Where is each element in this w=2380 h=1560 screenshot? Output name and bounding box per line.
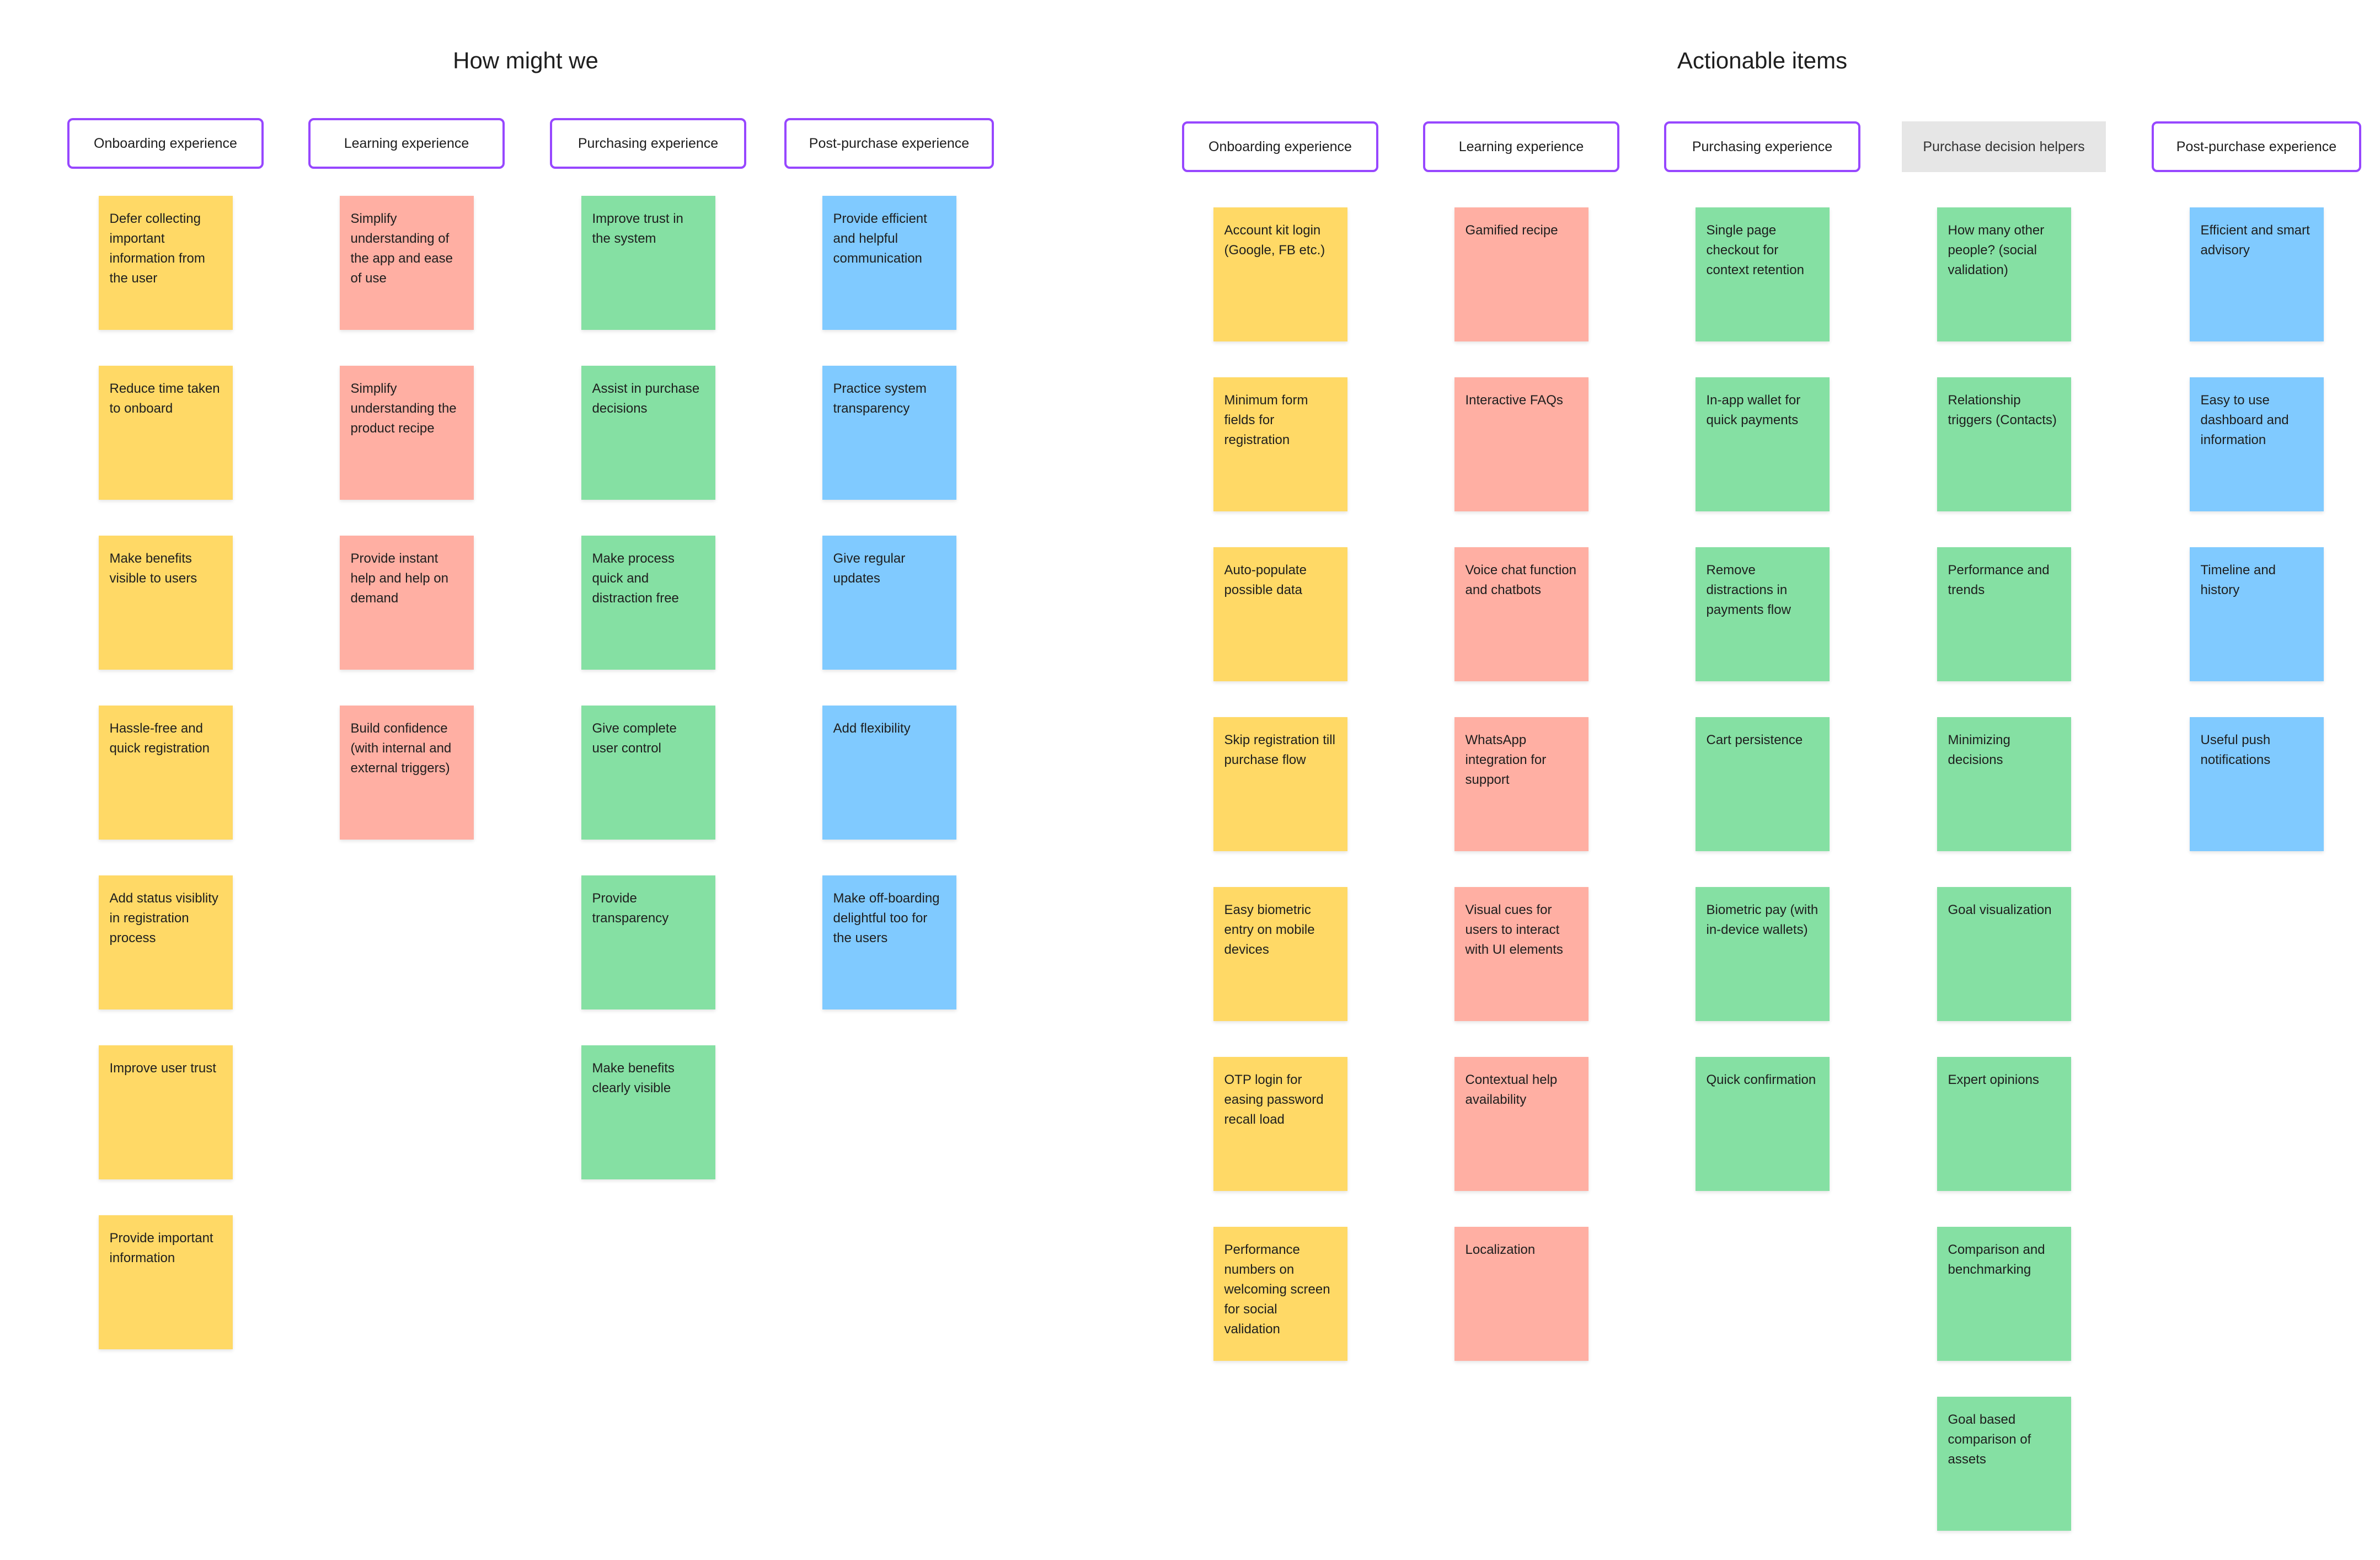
sticky-note[interactable]: In-app wallet for quick payments	[1695, 377, 1830, 511]
sticky-note[interactable]: Provide transparency	[581, 875, 715, 1009]
column-header-how-might-we-post-purchase-experience[interactable]: Post-purchase experience	[784, 118, 994, 169]
column-header-actionable-items-post-purchase-experience[interactable]: Post-purchase experience	[2152, 121, 2361, 172]
sticky-note[interactable]: Hassle-free and quick registration	[98, 706, 233, 840]
sticky-note[interactable]: WhatsApp integration for support	[1454, 717, 1589, 851]
sticky-note[interactable]: Performance and trends	[1937, 547, 2071, 681]
sticky-note[interactable]: How many other people? (social validatio…	[1937, 207, 2071, 341]
sticky-note[interactable]: Add status visiblity in registration pro…	[98, 875, 233, 1009]
sticky-note[interactable]: Localization	[1454, 1227, 1589, 1361]
sticky-note[interactable]: Practice system transparency	[822, 366, 956, 500]
sticky-note[interactable]: Quick confirmation	[1695, 1057, 1830, 1191]
sticky-note[interactable]: Gamified recipe	[1454, 207, 1589, 341]
sticky-note[interactable]: OTP login for easing password recall loa…	[1213, 1057, 1347, 1191]
column-header-how-might-we-learning-experience[interactable]: Learning experience	[308, 118, 505, 169]
column-header-how-might-we-onboarding-experience[interactable]: Onboarding experience	[67, 118, 264, 169]
sticky-note[interactable]: Provide efficient and helpful communicat…	[822, 196, 956, 330]
sticky-note[interactable]: Give complete user control	[581, 706, 715, 840]
sticky-note[interactable]: Single page checkout for context retenti…	[1695, 207, 1830, 341]
sticky-note[interactable]: Make benefits visible to users	[98, 536, 233, 670]
sticky-note[interactable]: Comparison and benchmarking	[1937, 1227, 2071, 1361]
sticky-note[interactable]: Reduce time taken to onboard	[98, 366, 233, 500]
sticky-note[interactable]: Goal based comparison of assets	[1937, 1397, 2071, 1531]
column-header-how-might-we-purchasing-experience[interactable]: Purchasing experience	[550, 118, 746, 169]
sticky-note[interactable]: Easy biometric entry on mobile devices	[1213, 887, 1347, 1021]
sticky-note[interactable]: Improve trust in the system	[581, 196, 715, 330]
column-header-actionable-items-onboarding-experience[interactable]: Onboarding experience	[1182, 121, 1378, 172]
sticky-note[interactable]: Voice chat function and chatbots	[1454, 547, 1589, 681]
section-title-actionable-items: Actionable items	[1677, 47, 1848, 73]
sticky-note[interactable]: Easy to use dashboard and information	[2189, 377, 2324, 511]
sticky-note[interactable]: Minimizing decisions	[1937, 717, 2071, 851]
sticky-note[interactable]: Account kit login (Google, FB etc.)	[1213, 207, 1347, 341]
sticky-note[interactable]: Simplify understanding of the app and ea…	[339, 196, 474, 330]
sticky-note[interactable]: Goal visualization	[1937, 887, 2071, 1021]
sticky-note[interactable]: Visual cues for users to interact with U…	[1454, 887, 1589, 1021]
sticky-note[interactable]: Timeline and history	[2189, 547, 2324, 681]
column-header-actionable-items-learning-experience[interactable]: Learning experience	[1423, 121, 1619, 172]
sticky-note[interactable]: Expert opinions	[1937, 1057, 2071, 1191]
sticky-note[interactable]: Auto-populate possible data	[1213, 547, 1347, 681]
sticky-note[interactable]: Defer collecting important information f…	[98, 196, 233, 330]
sticky-note[interactable]: Interactive FAQs	[1454, 377, 1589, 511]
sticky-note[interactable]: Useful push notifications	[2189, 717, 2324, 851]
column-header-actionable-items-purchasing-experience[interactable]: Purchasing experience	[1664, 121, 1860, 172]
sticky-note[interactable]: Make benefits clearly visible	[581, 1045, 715, 1179]
sticky-note[interactable]: Simplify understanding the product recip…	[339, 366, 474, 500]
sticky-note[interactable]: Make off-boarding delightful too for the…	[822, 875, 956, 1009]
sticky-note[interactable]: Performance numbers on welcoming screen …	[1213, 1227, 1347, 1361]
sticky-note[interactable]: Build confidence (with internal and exte…	[339, 706, 474, 840]
sticky-note[interactable]: Skip registration till purchase flow	[1213, 717, 1347, 851]
sticky-note[interactable]: Minimum form fields for registration	[1213, 377, 1347, 511]
sticky-note[interactable]: Provide important information	[98, 1215, 233, 1349]
sticky-note[interactable]: Make process quick and distraction free	[581, 536, 715, 670]
sticky-note[interactable]: Efficient and smart advisory	[2189, 207, 2324, 341]
sticky-note[interactable]: Add flexibility	[822, 706, 956, 840]
sticky-note[interactable]: Improve user trust	[98, 1045, 233, 1179]
sticky-note[interactable]: Contextual help availability	[1454, 1057, 1589, 1191]
sticky-note[interactable]: Give regular updates	[822, 536, 956, 670]
sticky-note[interactable]: Relationship triggers (Contacts)	[1937, 377, 2071, 511]
sticky-note[interactable]: Biometric pay (with in-device wallets)	[1695, 887, 1830, 1021]
sticky-note[interactable]: Remove distractions in payments flow	[1695, 547, 1830, 681]
sticky-note[interactable]: Provide instant help and help on demand	[339, 536, 474, 670]
column-header-actionable-items-purchase-decision-helpers[interactable]: Purchase decision helpers	[1902, 121, 2106, 172]
sticky-note[interactable]: Cart persistence	[1695, 717, 1830, 851]
sticky-note[interactable]: Assist in purchase decisions	[581, 366, 715, 500]
section-title-how-might-we: How might we	[453, 47, 598, 73]
